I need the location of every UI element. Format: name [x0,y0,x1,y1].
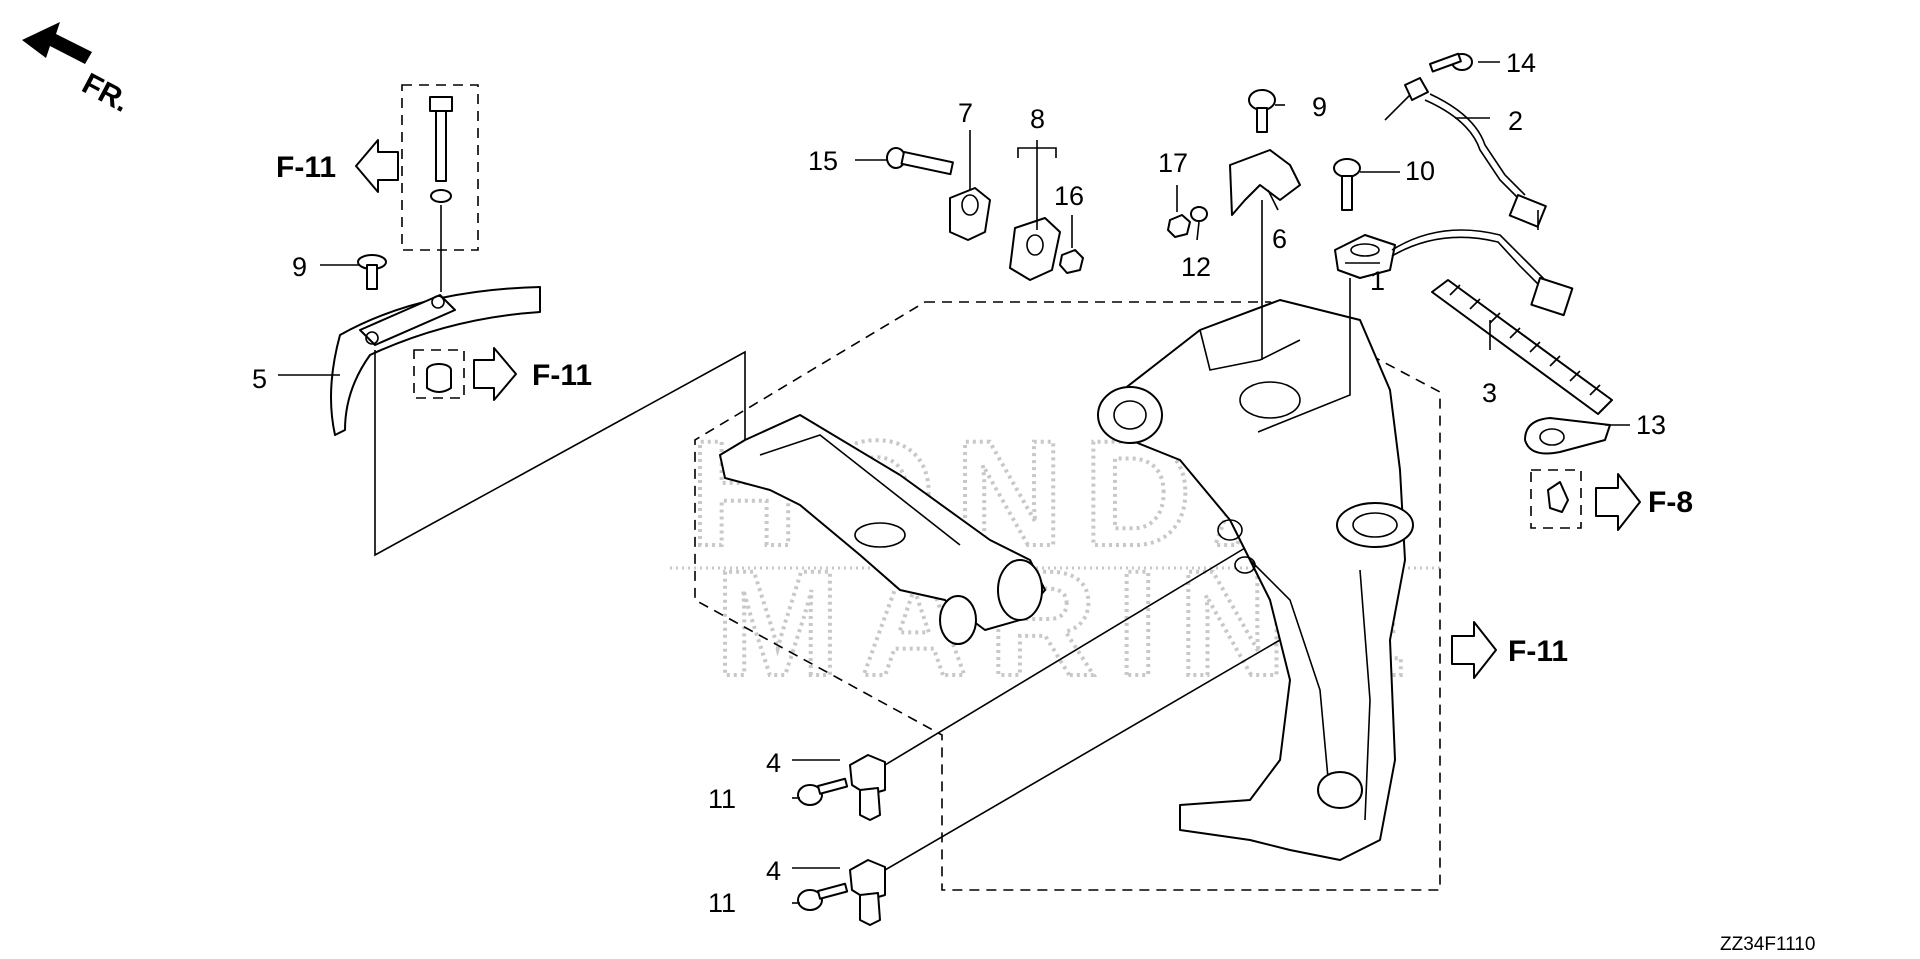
nut-17-icon [1167,214,1191,238]
collar-icon [426,363,452,393]
callout-13: 13 [1636,410,1666,440]
callout-16: 16 [1054,181,1084,211]
switch-1-icon [1334,229,1574,317]
screw-14-icon [1429,52,1473,73]
clip-icon [1547,481,1569,513]
washer-12-icon [1190,206,1208,222]
clamp-13-icon [1524,417,1611,455]
callout-11a: 11 [708,784,736,814]
bolt-15-icon [886,147,954,176]
ref-f11-left-upper-label: F-11 [276,151,336,184]
callout-9b: 9 [1312,92,1327,122]
part-5-bracket [330,286,541,436]
nut-16-icon [1059,249,1084,274]
right-arrow-icon [1595,473,1641,531]
clamp-4b-icon [849,859,886,926]
callout-9a: 9 [292,252,307,282]
ref-arrow-f11-left-lower[interactable]: F-11 [473,347,592,401]
cross-member [719,414,1046,645]
callout-4a: 4 [766,748,781,778]
figure-code: ZZ34F1110 [1720,934,1815,955]
upper-bolt-icon [429,96,453,292]
ref-arrow-f11-right[interactable]: F-11 [1451,621,1568,679]
ref-arrow-f11-left-upper[interactable]: F-11 [276,139,399,193]
swivel-case [1097,299,1414,861]
front-direction-arrow-icon [22,22,92,64]
callout-4b: 4 [766,856,781,886]
clamp-8-icon [1009,217,1061,281]
callout-2: 2 [1508,106,1523,136]
clamp-4a-icon [849,754,886,821]
callout-8: 8 [1030,104,1045,134]
screw-11a-icon [797,777,849,806]
bracket-6-icon [1229,149,1301,216]
bolt-9-left-icon [357,254,387,290]
clamp-7-icon [949,187,991,241]
callout-10: 10 [1405,156,1435,186]
callout-6: 6 [1272,224,1287,254]
callout-1: 1 [1370,266,1385,296]
callout-17: 17 [1158,148,1188,178]
callout-7: 7 [958,98,973,128]
bolt-10-icon [1333,158,1361,211]
ref-arrow-f8[interactable]: F-8 [1595,473,1693,531]
callout-14: 14 [1506,48,1536,78]
ref-f8-label: F-8 [1648,486,1693,519]
callout-12: 12 [1181,252,1211,282]
callout-leaders [278,61,1630,904]
bolt-9-right-icon [1248,89,1276,133]
harness-2-icon [1404,77,1547,228]
callout-3: 3 [1482,378,1497,408]
callout-11b: 11 [708,888,736,918]
callout-5: 5 [252,364,267,394]
spiral-sleeve-3-icon [1431,279,1613,415]
callout-15: 15 [808,146,838,176]
screw-11b-icon [797,882,849,911]
front-direction-label: FR. [77,67,135,119]
left-arrow-icon [355,139,399,193]
right-arrow-icon [473,347,517,401]
right-arrow-icon [1451,621,1497,679]
ref-f11-right-label: F-11 [1508,635,1568,668]
callouts: 1 2 3 4 4 5 6 7 8 9 9 10 11 11 12 13 14 … [252,48,1666,918]
ref-f11-left-lower-label: F-11 [532,359,592,392]
